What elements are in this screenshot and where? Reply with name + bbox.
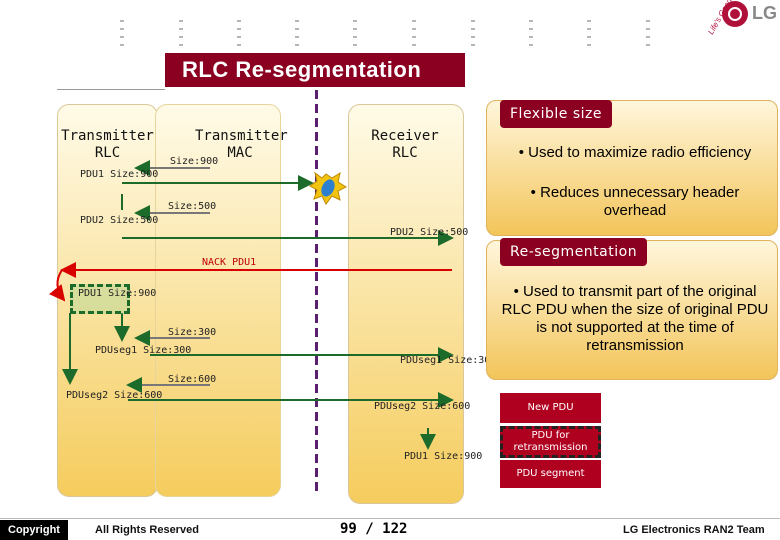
flexible-bullet-1: • Used to maximize radio efficiency — [518, 144, 752, 161]
page-title: RLC Re-segmentation — [182, 57, 422, 82]
rx-pduseg1-label: PDUseg1 Size:300 — [400, 355, 497, 366]
resegmentation-bullet: • Used to transmit part of the original … — [501, 283, 769, 354]
legend-new-pdu: New PDU — [500, 393, 601, 423]
copyright-badge: Copyright — [0, 520, 68, 540]
rx-pduseg2-label: PDUseg2 Size:600 — [374, 401, 471, 412]
mac-size-900-label: Size:900 — [170, 156, 219, 167]
retx-pdu1-box — [70, 284, 130, 314]
mac-size-500-label: Size:500 — [168, 201, 217, 212]
tx-rlc-header: Transmitter RLC — [61, 128, 154, 161]
title-bar — [165, 53, 465, 87]
footer-team: LG Electronics RAN2 Team — [623, 524, 765, 536]
page-number: 99 / 122 — [340, 521, 408, 537]
pduseg2-tx-label: PDUseg2 Size:600 — [66, 390, 163, 401]
lg-logo-icon — [722, 1, 748, 27]
footer-rights: All Rights Reserved — [95, 524, 199, 536]
header-decoration — [115, 20, 675, 52]
pduseg1-tx-label: PDUseg1 Size:300 — [95, 345, 192, 356]
tx-mac-header: Transmitter MAC — [195, 128, 288, 161]
mac-size-300-label: Size:300 — [168, 327, 217, 338]
air-interface-divider — [315, 90, 318, 495]
legend-retx-pdu: PDU for retransmission — [500, 426, 601, 458]
tx-mac-column — [155, 104, 281, 497]
rx-pdu1-label: PDU1 Size:900 — [404, 451, 483, 462]
title-underline — [57, 89, 165, 90]
nack-label: NACK PDU1 — [202, 257, 257, 268]
rx-rlc-header: Receiver RLC — [371, 128, 439, 161]
pdu1-label: PDU1 Size:900 — [80, 169, 159, 180]
rx-pdu2-label: PDU2 Size:500 — [390, 227, 469, 238]
footer-divider — [0, 518, 780, 519]
legend-pdu-segment: PDU segment — [500, 460, 601, 488]
flexible-bullet-2: • Reduces unnecessary header overhead — [530, 184, 740, 219]
retx-pdu1-label: PDU1 Size:900 — [78, 288, 157, 299]
logo-brand: LG — [752, 3, 777, 23]
resegmentation-tab: Re-segmentation — [500, 238, 648, 266]
pdu2-label: PDU2 Size:500 — [80, 215, 159, 226]
mac-size-600-label: Size:600 — [168, 374, 217, 385]
rx-rlc-column — [348, 104, 464, 504]
flexible-size-tab: Flexible size — [500, 100, 612, 128]
